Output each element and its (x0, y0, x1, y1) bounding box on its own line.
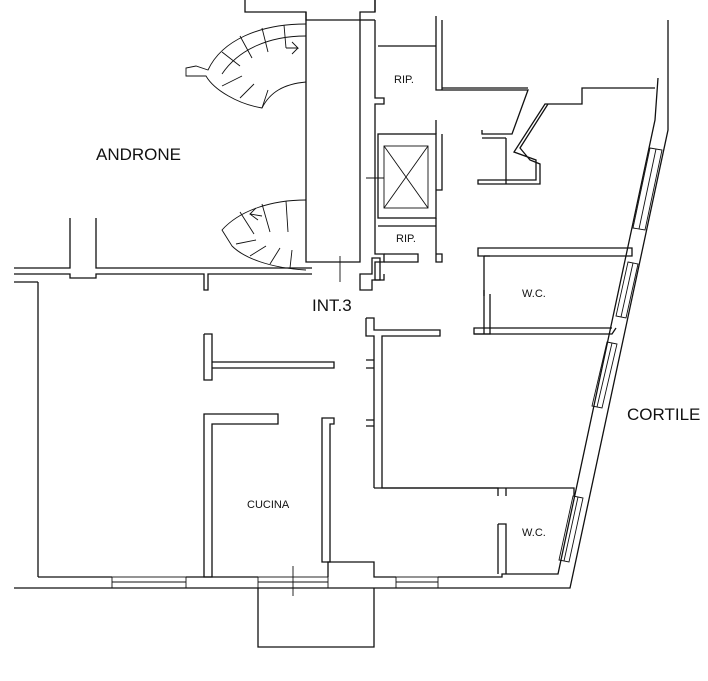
label-wc-top: W.C. (522, 288, 546, 300)
left-interior-walls (203, 333, 335, 578)
label-androne: ANDRONE (96, 145, 181, 164)
label-cucina: CUCINA (247, 499, 290, 511)
label-cortile: CORTILE (627, 405, 700, 424)
label-rip-bottom: RIP. (396, 233, 416, 245)
central-rooms (365, 317, 575, 574)
label-int3: INT.3 (312, 296, 352, 315)
service-core (366, 0, 443, 281)
label-wc-bottom: W.C. (522, 527, 546, 539)
stairwell (185, 0, 381, 291)
label-rip-top: RIP. (394, 74, 414, 86)
courtyard-windows (558, 147, 663, 563)
wc-top-room (473, 290, 617, 335)
bottom-windows (111, 566, 439, 596)
labels: ANDRONE INT.3 RIP. RIP. W.C. W.C. CUCINA… (96, 74, 700, 539)
upper-right-rooms (442, 87, 655, 296)
